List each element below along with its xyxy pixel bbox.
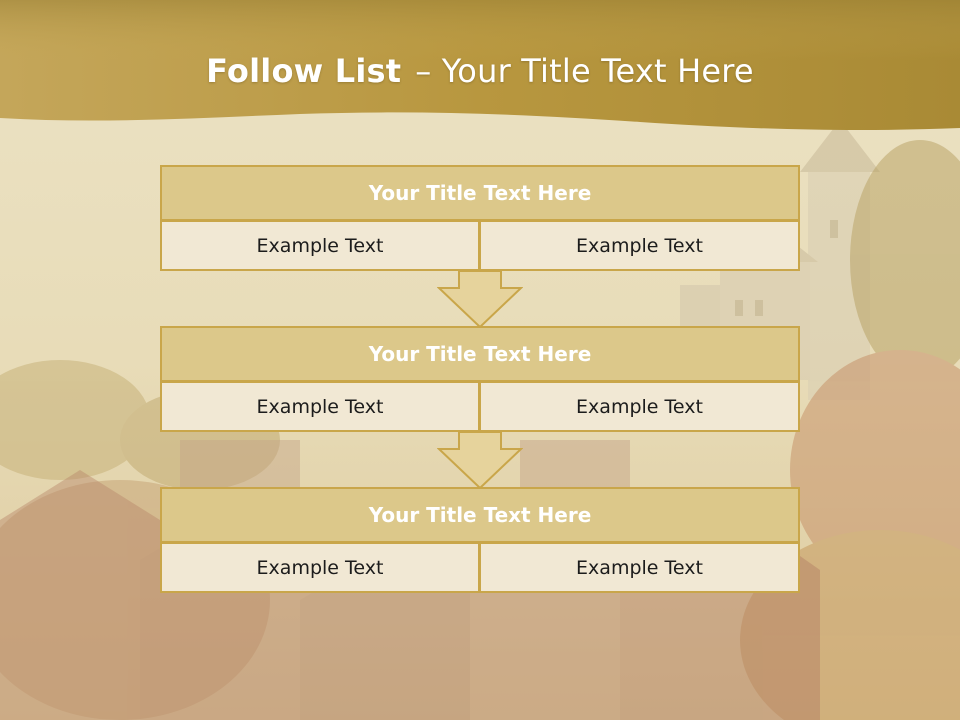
follow-block-3: Your Title Text Here Example Text Exampl… (160, 487, 800, 593)
follow-block-1: Your Title Text Here Example Text Exampl… (160, 165, 800, 271)
block-title: Your Title Text Here (160, 165, 800, 221)
block-right-cell: Example Text (480, 221, 800, 271)
block-left-cell: Example Text (160, 382, 480, 432)
block-left-cell: Example Text (160, 543, 480, 593)
block-right-cell: Example Text (480, 382, 800, 432)
block-right-cell: Example Text (480, 543, 800, 593)
block-left-cell: Example Text (160, 221, 480, 271)
down-arrow-icon (437, 270, 523, 328)
slide-title-dash: – (415, 52, 432, 90)
block-title: Your Title Text Here (160, 487, 800, 543)
slide-title: Follow List– Your Title Text Here (0, 52, 960, 90)
block-title: Your Title Text Here (160, 326, 800, 382)
follow-block-2: Your Title Text Here Example Text Exampl… (160, 326, 800, 432)
slide-title-bold: Follow List (206, 52, 402, 90)
slide-title-rest: Your Title Text Here (431, 52, 754, 90)
down-arrow-icon (437, 431, 523, 489)
